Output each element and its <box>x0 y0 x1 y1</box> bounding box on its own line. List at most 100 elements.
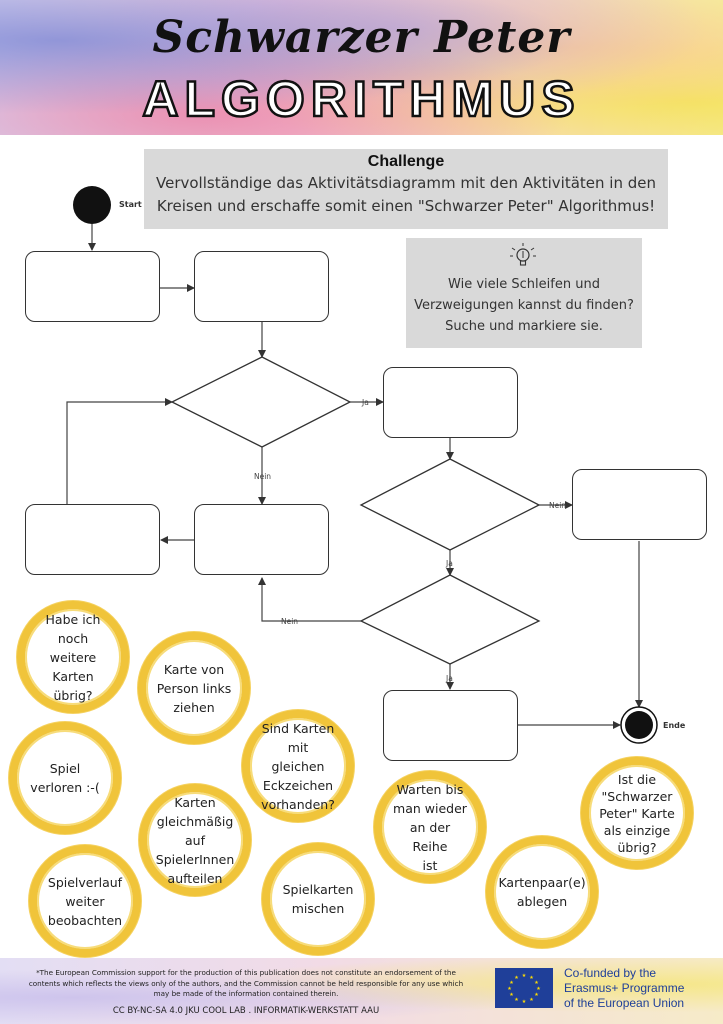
activity-text: man wieder <box>393 800 467 816</box>
edge-e-loop <box>66 398 173 504</box>
activity-text: Spielverlauf <box>47 874 123 890</box>
activity-text: ist <box>422 857 438 873</box>
edge-label-d1-yes: Ja <box>361 398 369 407</box>
svg-text:★: ★ <box>522 973 527 979</box>
activity-text: Ist die <box>617 771 657 787</box>
activity-text: "Schwarzer <box>601 788 673 804</box>
activity-text: Person links <box>156 680 232 696</box>
activity-circle[interactable]: Warten bis man wieder an der Reihe ist <box>374 771 486 883</box>
activity-text: vorhanden? <box>261 796 335 812</box>
activity-circle[interactable]: Spiel verloren :-( <box>9 722 121 834</box>
activity-text: ablegen <box>516 894 568 909</box>
svg-text:★: ★ <box>529 975 534 981</box>
activity-box-c[interactable] <box>383 367 518 438</box>
activity-circle[interactable]: Karten gleichmäßig auf SpielerInnen auft… <box>139 784 251 896</box>
activity-text: verloren :-( <box>30 780 100 795</box>
activity-text: mischen <box>291 901 345 916</box>
activity-box-h[interactable] <box>383 690 518 761</box>
activity-circle[interactable]: Kartenpaar(e) ablegen <box>486 836 598 948</box>
eu-funding-text: Co-funded by the Erasmus+ Programme of t… <box>564 966 719 1011</box>
svg-text:★: ★ <box>507 986 512 992</box>
activity-text: aufteilen <box>167 870 223 886</box>
activity-text: Peter" Karte <box>599 805 675 821</box>
activity-circle[interactable]: Sind Karten mit gleichen Eckzeichen vorh… <box>242 710 354 822</box>
activity-text: übrig? <box>53 687 93 703</box>
activity-text: SpielerInnen <box>155 851 235 867</box>
license-text: CC BY-NC-SA 4.0 JKU COOL LAB . INFORMATI… <box>112 1006 380 1016</box>
activity-box-g[interactable] <box>572 469 707 540</box>
edge-label-d1-no: Nein <box>254 472 271 481</box>
activity-text: Spiel <box>49 761 81 776</box>
activity-circle[interactable]: Spielverlauf weiter beobachten <box>29 845 141 957</box>
activity-text: Spielkarten <box>282 882 354 897</box>
svg-text:★: ★ <box>522 999 527 1005</box>
page-title: ALGORITHMUS <box>141 70 581 129</box>
disclaimer-line-3: may be made of the information contained… <box>153 989 339 998</box>
activity-text: beobachten <box>47 912 123 928</box>
end-label: Ende <box>663 721 686 730</box>
hint-box: Wie viele Schleifen und Verzweigungen ka… <box>406 238 642 348</box>
activity-text: Karte von <box>163 661 225 677</box>
activity-text: Eckzeichen <box>262 777 334 793</box>
svg-text:★: ★ <box>514 975 519 981</box>
activity-text: übrig? <box>617 839 657 855</box>
svg-text:★: ★ <box>514 997 519 1003</box>
end-node <box>625 711 653 739</box>
activity-circle[interactable]: Ist die "Schwarzer Peter" Karte als einz… <box>581 757 693 869</box>
activity-text: Kartenpaar(e) <box>498 875 586 890</box>
hint-line-2: Verzweigungen kannst du finden? <box>414 298 634 313</box>
activity-text: ziehen <box>173 699 215 715</box>
activity-circle[interactable]: Habe ich noch weitere Karten übrig? <box>17 601 129 713</box>
svg-text:★: ★ <box>509 980 514 986</box>
activity-box-b[interactable] <box>194 251 329 322</box>
start-node <box>73 186 111 224</box>
hint-text: Wie viele Schleifen und Verzweigungen ka… <box>406 274 642 337</box>
activity-text: Warten bis <box>396 781 464 797</box>
svg-text:★: ★ <box>534 992 539 998</box>
activity-text: Habe ich noch <box>45 611 101 646</box>
svg-text:★: ★ <box>509 992 514 998</box>
challenge-line-1: Vervollständige das Aktivitätsdiagramm m… <box>156 174 656 192</box>
hint-line-3: Suche und markiere sie. <box>445 319 603 334</box>
decision-diamond-3 <box>359 574 541 665</box>
activity-text: mit gleichen <box>271 739 325 774</box>
decision-diamond-2 <box>359 458 541 551</box>
eu-line-1: Co-funded by the <box>564 966 657 980</box>
activity-circle[interactable]: Karte von Person links ziehen <box>138 632 250 744</box>
start-label: Start <box>119 200 142 209</box>
activity-text: als einzige <box>603 822 671 838</box>
activity-box-f[interactable] <box>194 504 329 575</box>
disclaimer-line-2: contents which reflects the views only o… <box>28 978 464 988</box>
activity-box-a[interactable] <box>25 251 160 322</box>
activity-text: an der Reihe <box>409 819 451 854</box>
footer: *The European Commission support for the… <box>0 958 723 1024</box>
eu-line-3: of the European Union <box>564 996 685 1010</box>
eu-disclaimer: *The European Commission support for the… <box>12 968 480 1000</box>
challenge-text: Vervollständige das Aktivitätsdiagramm m… <box>144 172 668 218</box>
svg-text:★: ★ <box>536 986 541 992</box>
edge-label-d3-yes: Ja <box>445 674 453 683</box>
disclaimer-line-1: *The European Commission support for the… <box>36 968 456 977</box>
end-node-outer <box>620 706 658 744</box>
decision-diamond-1 <box>170 356 352 448</box>
activity-text: Sind Karten <box>261 720 335 736</box>
title-script: Schwarzer Peter <box>152 12 571 63</box>
eu-line-2: Erasmus+ Programme <box>564 981 685 995</box>
challenge-line-2: Kreisen und erschaffe somit einen "Schwa… <box>156 197 656 215</box>
edge-label-d3-no: Nein <box>281 617 298 626</box>
activity-circle[interactable]: Spielkarten mischen <box>262 843 374 955</box>
hint-line-1: Wie viele Schleifen und <box>448 277 600 292</box>
challenge-title: Challenge <box>367 153 445 170</box>
edge-label-d2-yes: Ja <box>445 559 453 568</box>
activity-text: weitere Karten <box>49 649 97 684</box>
activity-box-e[interactable] <box>25 504 160 575</box>
edge-d3-no <box>258 577 361 622</box>
header-banner: Schwarzer Peter ALGORITHMUS <box>0 0 723 135</box>
svg-text:★: ★ <box>529 997 534 1003</box>
lightbulb-icon <box>510 243 536 266</box>
activity-text: gleichmäßig auf <box>156 813 234 848</box>
svg-text:★: ★ <box>534 980 539 986</box>
eu-flag-icon: ★ ★ ★ ★ ★ ★ ★ ★ ★ ★ ★ ★ <box>495 968 553 1008</box>
activity-text: weiter <box>65 893 105 909</box>
edge-label-d2-no: Nein <box>549 501 566 510</box>
